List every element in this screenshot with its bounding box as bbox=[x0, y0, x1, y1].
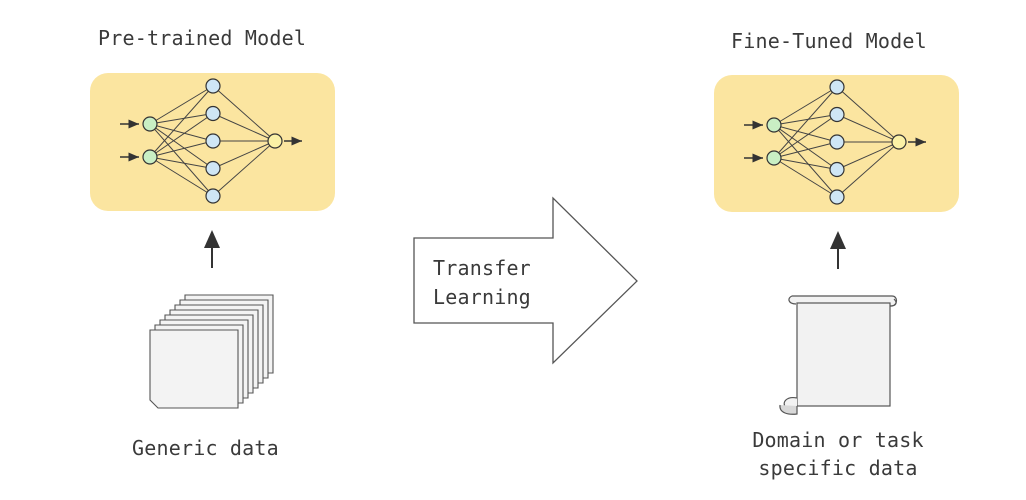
finetuned-model-box bbox=[714, 75, 959, 212]
hidden-node bbox=[829, 161, 845, 178]
hidden-node bbox=[205, 105, 221, 122]
scroll-icon bbox=[779, 295, 898, 415]
generic-data-label: Generic data bbox=[132, 436, 279, 460]
domain-data-label-line1: Domain or task bbox=[752, 428, 924, 452]
hidden-node bbox=[829, 106, 845, 123]
right-arrow-icon bbox=[413, 196, 638, 365]
domain-data-label-line2: specific data bbox=[758, 456, 918, 480]
input-node bbox=[766, 117, 782, 133]
neural-network-icon bbox=[120, 78, 302, 204]
finetuned-model-title: Fine-Tuned Model bbox=[731, 29, 927, 53]
transfer-label-line1: Transfer bbox=[433, 256, 531, 280]
document-stack-icon bbox=[149, 294, 274, 409]
neural-network-icon bbox=[744, 79, 926, 205]
pretrained-model-box bbox=[90, 73, 335, 211]
input-node bbox=[142, 149, 158, 165]
hidden-node bbox=[829, 189, 845, 205]
hidden-node bbox=[205, 78, 221, 94]
document-sheet bbox=[149, 329, 239, 409]
hidden-node bbox=[829, 79, 845, 95]
output-node bbox=[267, 133, 283, 149]
input-node bbox=[142, 116, 158, 132]
transfer-label-line2: Learning bbox=[433, 285, 531, 309]
pretrained-model-title: Pre-trained Model bbox=[98, 26, 307, 50]
hidden-node bbox=[205, 160, 221, 177]
hidden-node bbox=[205, 188, 221, 204]
hidden-node bbox=[829, 134, 845, 150]
hidden-node bbox=[205, 133, 221, 149]
input-node bbox=[766, 150, 782, 166]
output-node bbox=[891, 134, 907, 150]
